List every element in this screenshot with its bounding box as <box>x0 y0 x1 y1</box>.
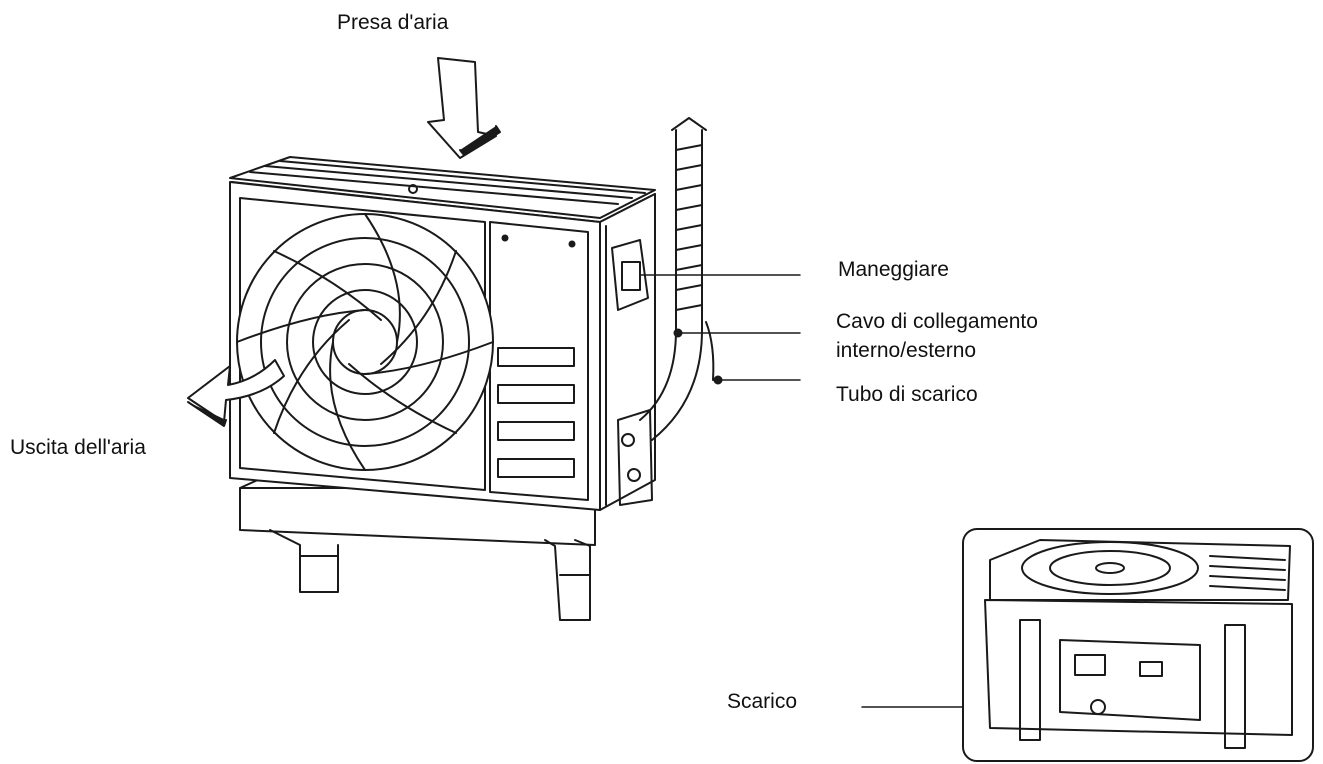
bottom-view-inset <box>962 528 1314 762</box>
handle-label: Maneggiare <box>838 258 949 281</box>
arrow-left-curved-icon <box>187 359 285 427</box>
fan-grille <box>236 213 494 471</box>
panel-louvres <box>497 347 575 478</box>
connecting-cable-label-line1: Cavo di collegamento <box>836 310 1038 333</box>
cable-dot <box>673 328 683 338</box>
arrow-down-icon <box>427 57 501 159</box>
air-outlet-label: Uscita dell'aria <box>10 436 146 459</box>
connecting-cable-label-line2: interno/esterno <box>836 339 977 362</box>
drain-pipe-dot <box>713 375 723 385</box>
unit-side-panel <box>599 193 656 511</box>
service-valves <box>617 409 653 506</box>
air-intake-label: Presa d'aria <box>337 11 449 34</box>
handle <box>611 239 649 311</box>
drain-label: Scarico <box>727 690 798 713</box>
drain-pipe-label: Tubo di scarico <box>836 383 978 406</box>
